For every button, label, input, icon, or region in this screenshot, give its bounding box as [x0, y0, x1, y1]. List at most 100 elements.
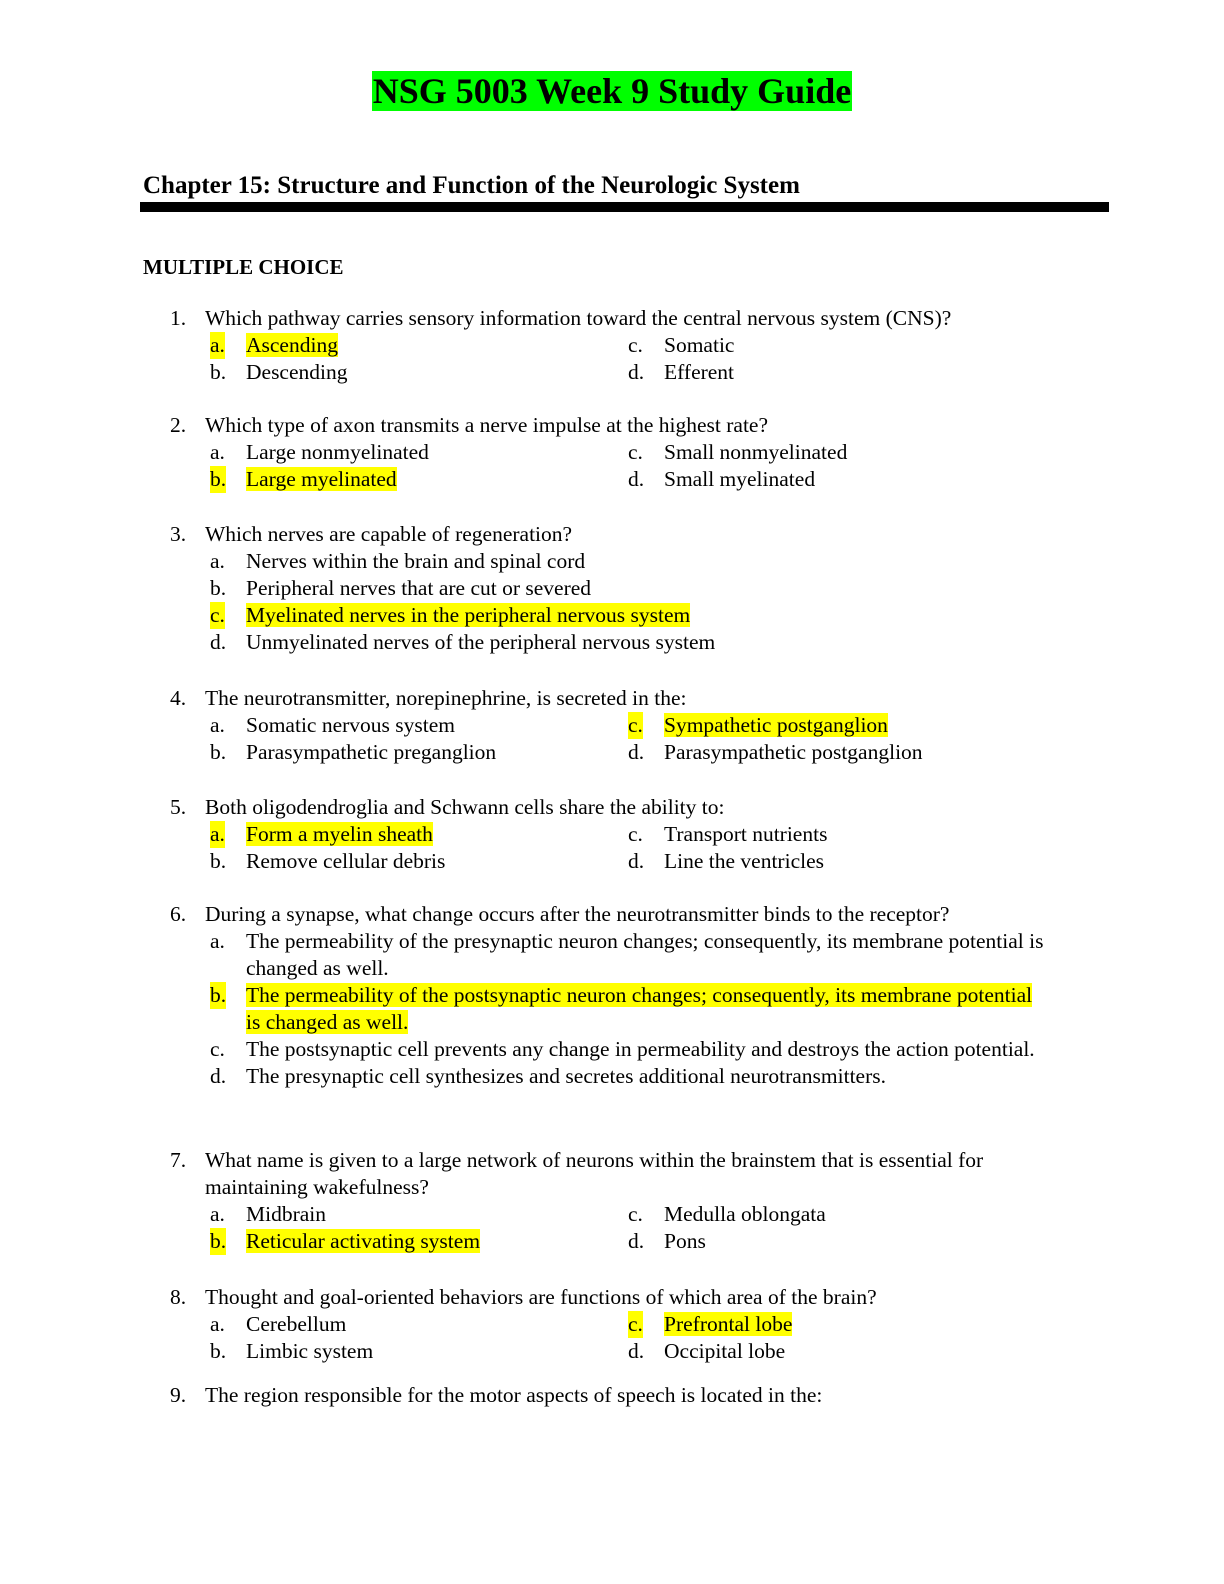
- answer-option: d.Small myelinated: [628, 466, 1044, 493]
- question-text: Both oligodendroglia and Schwann cells s…: [205, 795, 725, 819]
- option-letter: c.: [628, 440, 643, 464]
- option-letter: b.: [210, 1228, 227, 1255]
- option-text: Ascending: [246, 332, 626, 359]
- question-item: 8.Thought and goal-oriented behaviors ar…: [170, 1284, 1090, 1365]
- chapter-divider: [140, 202, 1109, 212]
- option-letter: c.: [210, 1037, 225, 1061]
- question-text: What name is given to a large network of…: [205, 1148, 984, 1199]
- section-heading: MULTIPLE CHOICE: [143, 255, 344, 279]
- question-text: The region responsible for the motor asp…: [205, 1383, 823, 1407]
- option-text-content: Peripheral nerves that are cut or severe…: [246, 576, 592, 600]
- option-text-content: Large myelinated: [246, 467, 397, 491]
- option-text-content: Ascending: [246, 333, 338, 357]
- option-text-content: The presynaptic cell synthesizes and sec…: [246, 1064, 887, 1088]
- option-letter: b.: [210, 1339, 227, 1363]
- option-text: Somatic nervous system: [246, 712, 626, 739]
- question-item: 6. During a synapse, what change occurs a…: [170, 901, 1090, 1090]
- question-item: 4.The neurotransmitter, norepinephrine, …: [170, 685, 1090, 766]
- option-text: The permeability of the presynaptic neur…: [246, 928, 1046, 982]
- option-text-content: Somatic nervous system: [246, 713, 456, 737]
- option-letter: a.: [210, 1312, 225, 1336]
- option-text: The postsynaptic cell prevents any chang…: [246, 1036, 1046, 1063]
- option-letter: a.: [210, 821, 225, 848]
- option-text: Somatic: [664, 332, 1044, 359]
- answer-option: a. Form a myelin sheath: [210, 821, 626, 848]
- option-text-content: Form a myelin sheath: [246, 822, 433, 846]
- answer-option: b.Parasympathetic preganglion: [210, 739, 626, 766]
- question-number: 3.: [170, 522, 187, 546]
- option-letter: d.: [628, 1339, 645, 1363]
- option-letter: d.: [628, 1229, 645, 1253]
- option-letter: b.: [210, 982, 227, 1009]
- option-text-content: Midbrain: [246, 1202, 327, 1226]
- option-letter: a.: [210, 549, 225, 573]
- option-text-content: Prefrontal lobe: [664, 1312, 793, 1336]
- answer-option: a.Cerebellum: [210, 1311, 626, 1338]
- option-text: Large nonmyelinated: [246, 439, 626, 466]
- option-text: Sympathetic postganglion: [664, 712, 1044, 739]
- option-letter: b.: [210, 849, 227, 873]
- option-text-content: Parasympathetic postganglion: [664, 740, 923, 764]
- answer-option: b. Peripheral nerves that are cut or seve…: [210, 575, 1090, 602]
- option-text-content: Small nonmyelinated: [664, 440, 848, 464]
- question-item: 2.Which type of axon transmits a nerve i…: [170, 412, 1090, 493]
- answer-option: c. Prefrontal lobe: [628, 1311, 1044, 1338]
- title-text: NSG 5003 Week 9 Study Guide: [371, 71, 853, 111]
- option-text: Large myelinated: [246, 466, 626, 493]
- option-text-content: Efferent: [664, 360, 735, 384]
- option-letter: d.: [628, 740, 645, 764]
- option-text-content: Remove cellular debris: [246, 849, 446, 873]
- question-text: During a synapse, what change occurs aft…: [205, 902, 950, 926]
- answer-option: d. Occipital lobe: [628, 1338, 1044, 1365]
- option-row: a. Ascending c.Somatic: [170, 332, 1090, 359]
- option-row: a. Form a myelin sheath c. Transport nutrie…: [170, 821, 1090, 848]
- option-text: Parasympathetic postganglion: [664, 739, 1044, 766]
- option-text: Efferent: [664, 359, 1044, 386]
- answer-option: c.Somatic: [628, 332, 1044, 359]
- question-item: 3. Which nerves are capable of regenerati…: [170, 521, 1090, 656]
- option-letter: d.: [210, 1064, 227, 1088]
- option-letter: c.: [628, 822, 643, 846]
- option-text: Occipital lobe: [664, 1338, 1044, 1365]
- option-text-content: The permeability of the presynaptic neur…: [246, 929, 1044, 980]
- option-letter: a.: [210, 332, 225, 359]
- question-text: Which nerves are capable of regeneration…: [205, 522, 573, 546]
- option-text: The permeability of the postsynaptic neu…: [246, 982, 1046, 1036]
- answer-option: c. The postsynaptic cell prevents any cha…: [210, 1036, 1090, 1063]
- question-item: 1.Which pathway carries sensory informat…: [170, 305, 1090, 386]
- question-number: 8.: [170, 1285, 187, 1309]
- chapter-heading: Chapter 15: Structure and Function of th…: [143, 172, 800, 199]
- option-text: Prefrontal lobe: [664, 1311, 1044, 1338]
- answer-option: d. The presynaptic cell synthesizes and s…: [210, 1063, 1090, 1090]
- option-text: Myelinated nerves in the peripheral nerv…: [246, 602, 1046, 629]
- option-text-content: Sympathetic postganglion: [664, 713, 888, 737]
- option-text: Transport nutrients: [664, 821, 1044, 848]
- option-text: Remove cellular debris: [246, 848, 626, 875]
- answer-option: c.Sympathetic postganglion: [628, 712, 1044, 739]
- option-text: Line the ventricles: [664, 848, 1044, 875]
- option-letter: c.: [628, 1311, 643, 1338]
- question-number: 6.: [170, 902, 187, 926]
- answer-option: a.Large nonmyelinated: [210, 439, 626, 466]
- answer-option: d. Parasympathetic postganglion: [628, 739, 1044, 766]
- option-text-content: Pons: [664, 1229, 706, 1253]
- option-letter: a.: [210, 1202, 225, 1226]
- option-text-content: Somatic: [664, 333, 735, 357]
- question-text: Which pathway carries sensory informatio…: [205, 306, 952, 330]
- option-letter: c.: [210, 602, 225, 629]
- option-text: Parasympathetic preganglion: [246, 739, 626, 766]
- option-text-content: Occipital lobe: [664, 1339, 786, 1363]
- option-text: Descending: [246, 359, 626, 386]
- option-letter: b.: [210, 576, 227, 600]
- question-item: 7.What name is given to a large network …: [170, 1147, 1090, 1255]
- answer-option: c. Small nonmyelinated: [628, 439, 1044, 466]
- answer-option: a. Somatic nervous system: [210, 712, 626, 739]
- option-letter: a.: [210, 713, 225, 737]
